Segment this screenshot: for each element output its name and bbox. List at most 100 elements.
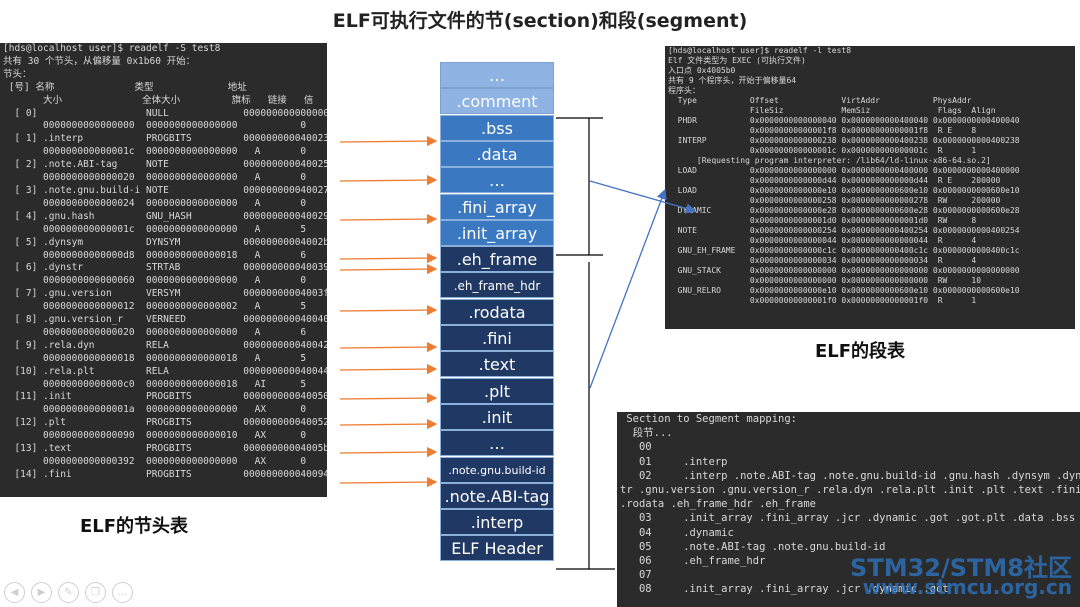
section-header-line: [ 4] .gnu.hash GNU_HASH 0000000000400298 bbox=[3, 210, 327, 222]
segment-mapping-line: 段节... bbox=[620, 427, 673, 440]
program-header-line: [hds@localhost user]$ readelf -l test8 bbox=[668, 46, 852, 55]
section-block: .init bbox=[440, 403, 554, 430]
segment-brackets bbox=[556, 117, 615, 570]
section-header-line: 0000000000000024 0000000000000000 A 0 bbox=[3, 197, 307, 209]
section-header-line: [ 5] .dynsym DYNSYM 00000000004002b8 bbox=[3, 236, 327, 248]
section-block: .data bbox=[440, 140, 554, 167]
section-arrow bbox=[339, 135, 438, 147]
section-header-line: 00000000000000c0 0000000000000018 AI 5 2 bbox=[3, 378, 327, 390]
section-arrow bbox=[339, 392, 438, 404]
segment-bracket-bottom bbox=[556, 262, 615, 570]
section-block: .note.ABI-tag bbox=[440, 482, 554, 509]
section-header-line: 0000000000000090 0000000000000010 AX 0 bbox=[3, 430, 307, 442]
link-text-segment bbox=[589, 188, 667, 389]
section-header-line: 0000000000000012 0000000000000002 A 5 bbox=[3, 301, 307, 313]
program-header-line: 0x0000000000000258 0x0000000000000278 RW… bbox=[668, 196, 1001, 205]
segment-mapping-line: 01 .interp bbox=[620, 455, 728, 468]
section-header-line: 0000000000000392 0000000000000000 AX 0 bbox=[3, 456, 307, 467]
section-header-line: 0000000000000018 0000000000000018 A 5 bbox=[3, 352, 307, 364]
section-to-segment-terminal: Section to Segment mapping: 段节... 00 01 … bbox=[617, 412, 1080, 607]
program-header-line: PHDR 0x0000000000000040 0x00000000004000… bbox=[668, 116, 1020, 125]
section-header-line: 节头： bbox=[3, 68, 32, 80]
section-block: .fini_array bbox=[440, 193, 554, 220]
section-header-line: [13] .text PROGBITS 00000000004005b0 bbox=[3, 443, 327, 455]
section-arrow bbox=[339, 252, 438, 264]
section-block: .init_array bbox=[440, 219, 554, 246]
section-arrow bbox=[339, 304, 438, 316]
program-header-line: 0x000000000000001c 0x000000000000001c R … bbox=[668, 146, 977, 155]
section-header-line: [14] .fini PROGBITS 0000000000400944 bbox=[3, 468, 327, 480]
section-header-line: [ 3] .note.gnu.build-i NOTE 000000000040… bbox=[3, 184, 327, 196]
program-header-line: GNU_RELRO 0x0000000000000e10 0x000000000… bbox=[668, 286, 1020, 295]
section-header-line: [ 6] .dynstr STRTAB 0000000000400390 bbox=[3, 262, 327, 274]
section-arrows bbox=[339, 135, 438, 488]
link-data-segment bbox=[589, 180, 697, 214]
program-header-line: GNU_EH_FRAME 0x0000000000000c1c 0x000000… bbox=[668, 246, 1020, 255]
program-header-line: NOTE 0x0000000000000254 0x00000000004002… bbox=[668, 226, 1020, 235]
segment-mapping-line: .rodata .eh_frame_hdr .eh_frame bbox=[620, 498, 816, 511]
section-block: … bbox=[440, 62, 554, 88]
section-block: .text bbox=[440, 351, 554, 378]
watermark-line2: www.stmcu.org.cn bbox=[862, 575, 1072, 599]
program-header-line: 0x0000000000000034 0x0000000000000034 R … bbox=[668, 256, 977, 265]
section-block: .interp bbox=[440, 509, 554, 536]
section-header-line: 000000000000001c 0000000000000000 A 5 bbox=[3, 223, 307, 235]
section-block: .eh_frame bbox=[440, 246, 554, 273]
program-header-line: Type Offset VirtAddr PhysAddr bbox=[668, 96, 972, 105]
section-header-line: [号] 名称 类型 地址 bbox=[3, 81, 247, 93]
program-header-line: 0x0000000000000044 0x0000000000000044 R … bbox=[668, 236, 977, 245]
section-header-line: 大小 全体大小 旗标 链接 信 bbox=[3, 94, 314, 106]
section-header-line: 0000000000000020 0000000000000000 A 6 bbox=[3, 326, 307, 338]
pen-icon[interactable]: ✎ bbox=[58, 582, 79, 603]
slide-nav: ◀ ▶ ✎ ❐ … bbox=[4, 582, 133, 603]
section-arrow bbox=[339, 476, 438, 488]
back-icon[interactable]: ◀ bbox=[4, 582, 25, 603]
program-header-line: 入口点 0x4005b0 bbox=[668, 66, 736, 75]
program-header-line: 0x0000000000000000 0x0000000000000000 RW… bbox=[668, 276, 982, 285]
program-header-line: LOAD 0x0000000000000e10 0x0000000000600e… bbox=[668, 186, 1020, 195]
section-header-line: 0000000000000060 0000000000000000 A 0 bbox=[3, 275, 307, 287]
segment-mapping-line: 00 bbox=[620, 441, 652, 454]
forward-icon[interactable]: ▶ bbox=[31, 582, 52, 603]
section-header-line: [ 8] .gnu.version_r VERNEED 000000000040… bbox=[3, 314, 327, 326]
section-arrow bbox=[339, 446, 438, 458]
program-header-line: 共有 9 个程序头，开始于偏移量64 bbox=[668, 76, 797, 85]
program-header-line: 0x00000000000001f0 0x00000000000001f0 R … bbox=[668, 296, 977, 305]
segment-mapping-line: tr .gnu.version .gnu.version_r .rela.dyn… bbox=[620, 484, 1080, 497]
segment-mapping-line: 08 .init_array .fini_array .jcr .dynamic… bbox=[620, 583, 949, 596]
more-icon[interactable]: … bbox=[112, 582, 133, 603]
program-header-line: 程序头： bbox=[668, 86, 700, 95]
segment-mapping-line: Section to Segment mapping: bbox=[620, 413, 798, 425]
section-block: … bbox=[440, 167, 554, 194]
copy-icon[interactable]: ❐ bbox=[85, 582, 106, 603]
segment-mapping-line: 02 .interp .note.ABI-tag .note.gnu.build… bbox=[620, 469, 1080, 482]
program-header-line: INTERP 0x0000000000000238 0x000000000040… bbox=[668, 136, 1020, 145]
section-arrow bbox=[339, 418, 438, 430]
section-header-line: [ 0] NULL 0000000000000000 bbox=[3, 107, 327, 119]
program-header-line: Elf 文件类型为 EXEC (可执行文件) bbox=[668, 56, 806, 65]
section-block: .plt bbox=[440, 377, 554, 404]
section-block: ELF Header bbox=[440, 535, 554, 562]
section-header-line: [ 7] .gnu.version VERSYM 00000000004003f… bbox=[3, 288, 327, 300]
section-header-line: 0000000000000000 0000000000000000 0 bbox=[3, 120, 307, 132]
section-header-line: [ 1] .interp PROGBITS 0000000000400238 bbox=[3, 133, 327, 145]
segment-mapping-line: 06 .eh_frame_hdr bbox=[620, 555, 766, 568]
section-header-line: [12] .plt PROGBITS 0000000000400520 bbox=[3, 417, 327, 429]
section-header-line: 000000000000001a 0000000000000000 AX 0 bbox=[3, 404, 307, 416]
section-header-line: [hds@localhost user]$ readelf -S test8 bbox=[3, 43, 221, 54]
section-block: … bbox=[440, 430, 554, 457]
program-header-line: [Requesting program interpreter: /lib64/… bbox=[668, 156, 991, 165]
segment-links bbox=[589, 180, 697, 389]
section-block: .note.gnu.build-id bbox=[440, 456, 554, 483]
section-header-line: 0000000000000020 0000000000000000 A 0 bbox=[3, 172, 307, 184]
section-block: .eh_frame_hdr bbox=[440, 272, 554, 299]
section-header-line: [ 2] .note.ABI-tag NOTE 0000000000400254 bbox=[3, 159, 327, 171]
segment-bracket-top bbox=[556, 117, 603, 256]
segment-mapping-line: 03 .init_array .fini_array .jcr .dynamic… bbox=[620, 512, 1076, 525]
program-header-line: GNU_STACK 0x0000000000000000 0x000000000… bbox=[668, 266, 1020, 275]
segment-mapping-line: 04 .dynamic bbox=[620, 526, 734, 539]
section-arrow bbox=[339, 213, 438, 225]
